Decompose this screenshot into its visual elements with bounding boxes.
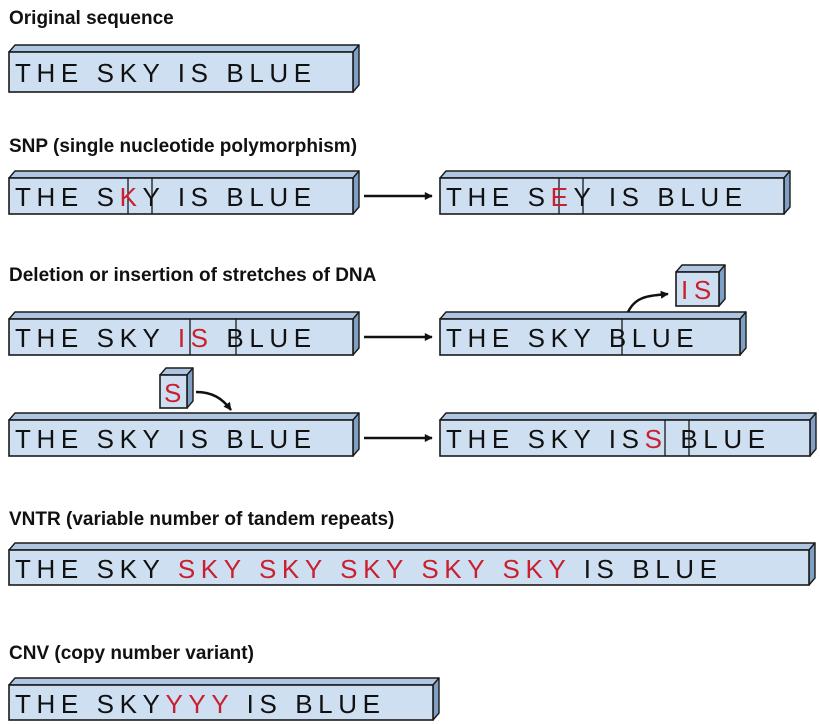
snp-before-text: THE SKY IS BLUE bbox=[15, 182, 317, 212]
deleted-fragment-box: IS bbox=[675, 264, 726, 307]
vntr-box: THE SKY SKY SKY SKY SKY SKY IS BLUE bbox=[8, 542, 816, 586]
cnv-text: THE SKYYYY IS BLUE bbox=[15, 689, 386, 719]
vntr-text: THE SKY SKY SKY SKY SKY SKY IS BLUE bbox=[15, 554, 723, 584]
deleted-fragment-text: IS bbox=[681, 275, 717, 305]
original-sequence-text: THE SKY IS BLUE bbox=[15, 58, 317, 88]
insertion-curved-arrow bbox=[195, 390, 232, 411]
deletion-before-text: THE SKY IS BLUE bbox=[15, 323, 317, 353]
snp-after-box: THE SEY IS BLUE bbox=[439, 170, 791, 215]
original-sequence-box: THE SKY IS BLUE bbox=[8, 44, 360, 93]
snp-before-box: THE SKY IS BLUE bbox=[8, 170, 360, 215]
snp-mutated-base-e: E bbox=[551, 182, 574, 212]
deletion-curved-arrow bbox=[626, 290, 669, 313]
heading-vntr: VNTR (variable number of tandem repeats) bbox=[9, 509, 395, 530]
heading-original-sequence: Original sequence bbox=[9, 8, 174, 29]
deletion-segment-is: IS bbox=[178, 323, 214, 353]
snp-after-text: THE SEY IS BLUE bbox=[446, 182, 748, 212]
inserted-fragment-box: S bbox=[159, 367, 194, 409]
cnv-box: THE SKYYYY IS BLUE bbox=[8, 677, 440, 721]
inserted-base-s: S bbox=[645, 424, 668, 454]
inserted-fragment-text: S bbox=[164, 378, 187, 408]
insertion-after-box: THE SKY ISS BLUE bbox=[439, 412, 817, 457]
deletion-after-text: THE SKY BLUE bbox=[446, 323, 699, 353]
heading-deletion-insertion: Deletion or insertion of stretches of DN… bbox=[9, 265, 377, 286]
cnv-copies: YYY bbox=[165, 689, 233, 719]
insertion-after-text: THE SKY ISS BLUE bbox=[446, 424, 771, 454]
deletion-after-box: THE SKY BLUE bbox=[439, 311, 747, 356]
insertion-before-text: THE SKY IS BLUE bbox=[15, 424, 317, 454]
deletion-before-box: THE SKY IS BLUE bbox=[8, 311, 360, 356]
vntr-repeats: SKY SKY SKY SKY SKY bbox=[178, 554, 571, 584]
insertion-before-box: THE SKY IS BLUE bbox=[8, 412, 360, 457]
heading-cnv: CNV (copy number variant) bbox=[9, 643, 254, 664]
snp-mutated-base-k: K bbox=[120, 182, 143, 212]
heading-snp: SNP (single nucleotide polymorphism) bbox=[9, 136, 358, 157]
